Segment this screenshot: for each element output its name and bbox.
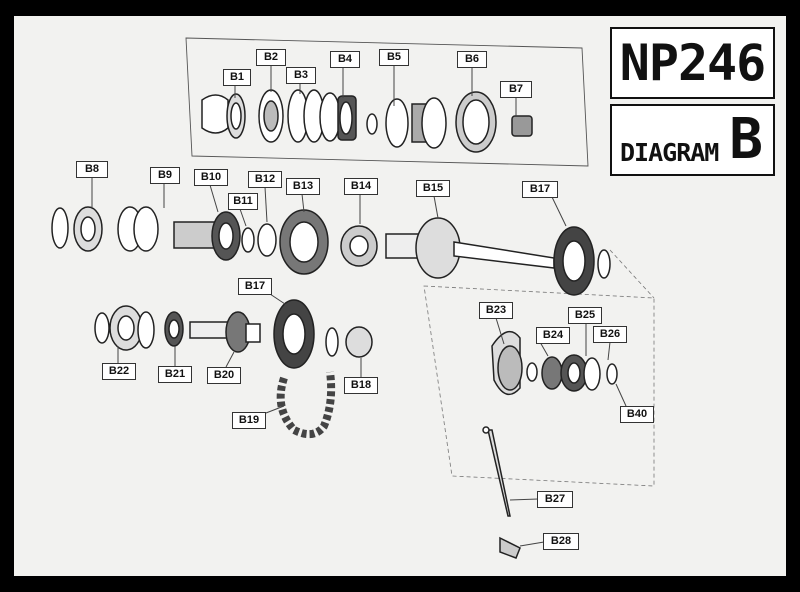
part-label-b15: B15 bbox=[416, 180, 450, 197]
part-label-b21: B21 bbox=[158, 366, 192, 383]
part-label-b7: B7 bbox=[500, 81, 532, 98]
part-label-b25: B25 bbox=[568, 307, 602, 324]
b1-snap-ring-part bbox=[201, 94, 229, 134]
part-label-b4: B4 bbox=[330, 51, 360, 68]
part-label-b26: B26 bbox=[593, 326, 627, 343]
part-label-b1: B1 bbox=[223, 69, 251, 86]
part-label-b24: B24 bbox=[536, 327, 570, 344]
diagram-sheet: NP246 DIAGRAM B B1 B2 B3 B4 B5 B6 B7 B8 … bbox=[14, 16, 786, 576]
model-title: NP246 bbox=[619, 34, 767, 92]
part-label-b2: B2 bbox=[256, 49, 286, 66]
part-label-b28: B28 bbox=[543, 533, 579, 550]
part-label-b6: B6 bbox=[457, 51, 487, 68]
model-title-box: NP246 bbox=[610, 27, 775, 99]
diagram-word: DIAGRAM bbox=[620, 138, 719, 167]
exploded-parts-drawing bbox=[51, 37, 655, 559]
part-label-b5: B5 bbox=[379, 49, 409, 66]
part-label-b18: B18 bbox=[344, 377, 378, 394]
part-label-b27: B27 bbox=[537, 491, 573, 508]
part-label-b3: B3 bbox=[286, 67, 316, 84]
part-label-b12: B12 bbox=[248, 171, 282, 188]
part-label-b40: B40 bbox=[620, 406, 654, 423]
part-label-b20: B20 bbox=[207, 367, 241, 384]
part-label-b13: B13 bbox=[286, 178, 320, 195]
part-label-b23: B23 bbox=[479, 302, 513, 319]
diagram-title-box: DIAGRAM B bbox=[610, 104, 775, 176]
part-label-b8: B8 bbox=[76, 161, 108, 178]
part-label-b17-top: B17 bbox=[522, 181, 558, 198]
part-label-b14: B14 bbox=[344, 178, 378, 195]
diagram-letter: B bbox=[729, 107, 763, 172]
part-label-b10: B10 bbox=[194, 169, 228, 186]
part-label-b22: B22 bbox=[102, 363, 136, 380]
part-label-b19: B19 bbox=[232, 412, 266, 429]
part-label-b11: B11 bbox=[228, 193, 258, 210]
part-label-b9: B9 bbox=[150, 167, 180, 184]
part-label-b17-bottom: B17 bbox=[238, 278, 272, 295]
